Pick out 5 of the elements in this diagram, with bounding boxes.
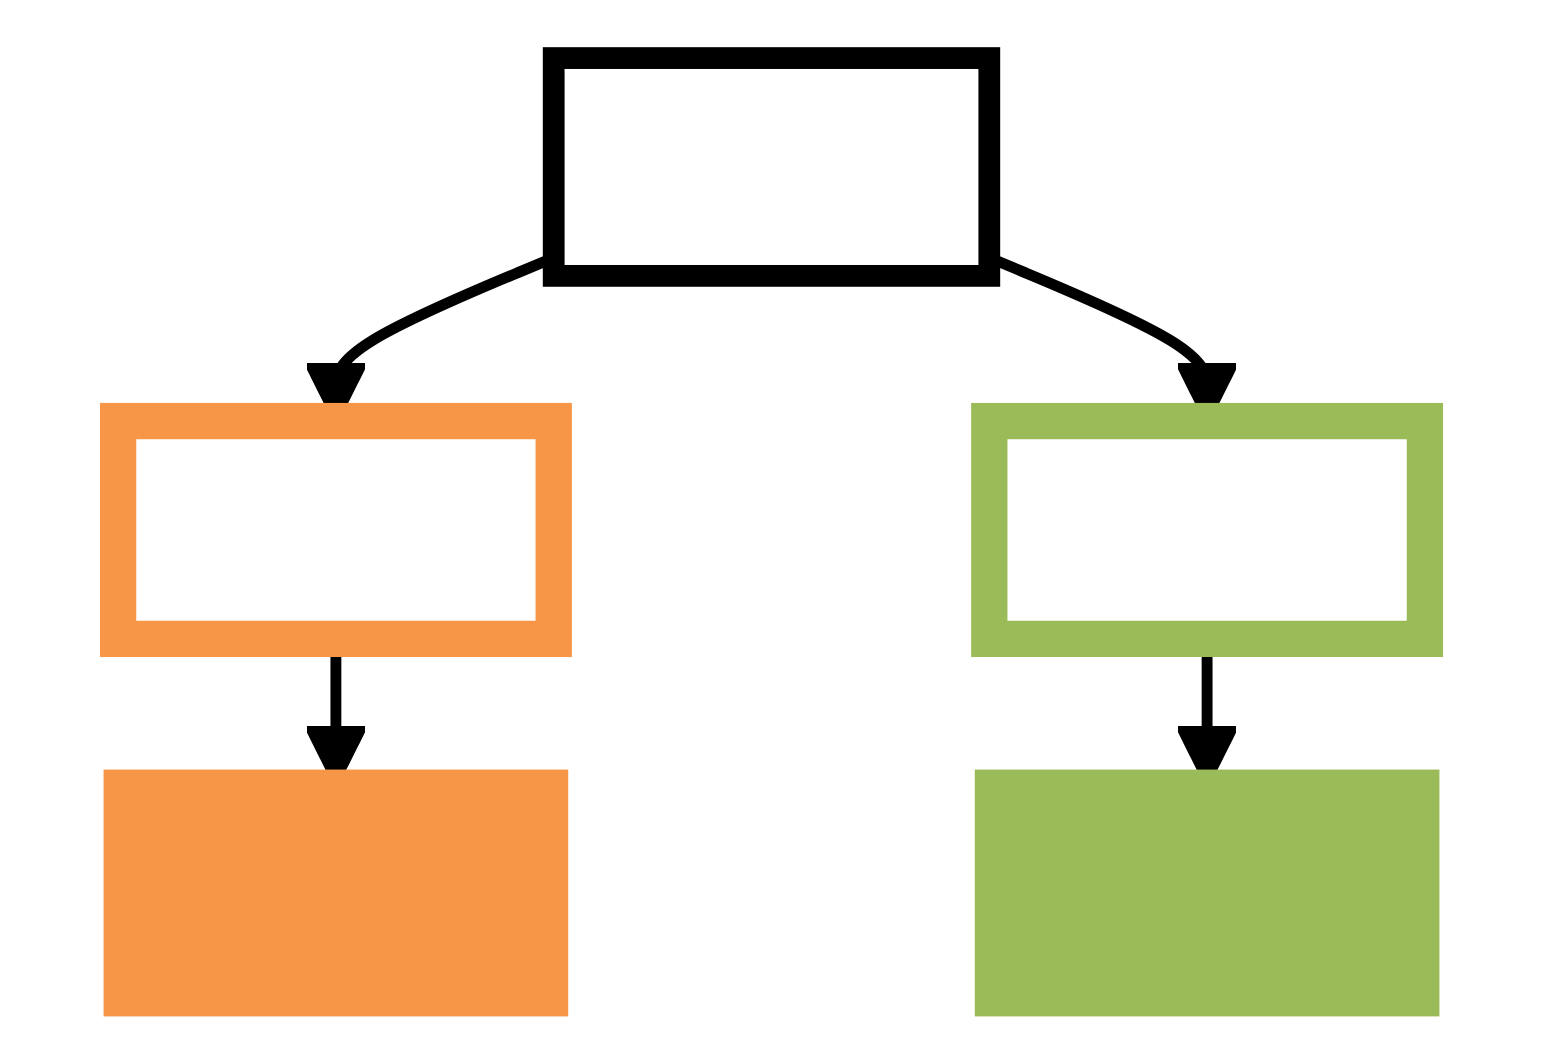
box xyxy=(99,402,572,658)
box xyxy=(103,769,568,1017)
box xyxy=(970,402,1443,658)
box xyxy=(542,47,1000,287)
box xyxy=(974,769,1439,1017)
